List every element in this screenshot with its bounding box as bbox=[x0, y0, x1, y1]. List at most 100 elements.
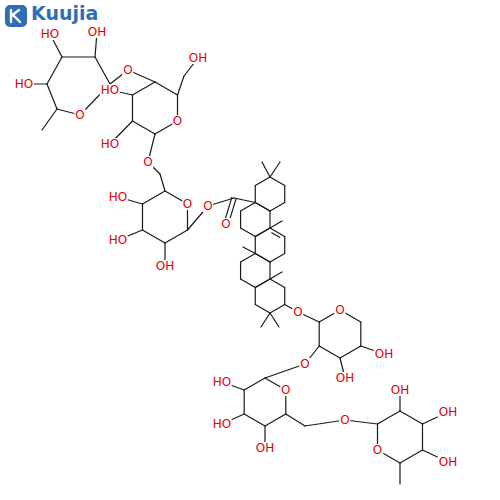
atom-label: OH bbox=[438, 456, 458, 468]
bond-line bbox=[400, 411, 423, 424]
bond-line bbox=[47, 84, 57, 109]
atom-label: HO bbox=[212, 376, 232, 388]
bond-line bbox=[360, 322, 361, 346]
bond-line bbox=[255, 254, 270, 263]
bond-line bbox=[241, 203, 256, 212]
atom-label: HO bbox=[108, 234, 128, 246]
atom-label: OH bbox=[374, 348, 394, 360]
bond-line bbox=[270, 305, 285, 314]
bond-line bbox=[241, 279, 256, 288]
bond-line bbox=[399, 463, 400, 484]
atom-label: O bbox=[220, 218, 231, 230]
atom-label: OH bbox=[390, 384, 410, 396]
atom-label: O bbox=[182, 198, 193, 210]
bond-line bbox=[270, 177, 285, 186]
atom-label: O bbox=[280, 384, 291, 396]
bond-line bbox=[255, 305, 270, 314]
bond-line bbox=[319, 346, 340, 358]
bond-line bbox=[319, 322, 320, 346]
atom-label: HO bbox=[100, 138, 120, 150]
bond-line bbox=[143, 191, 166, 204]
bond-line bbox=[255, 279, 270, 288]
atom-label: O bbox=[142, 156, 153, 168]
bond-line bbox=[400, 450, 423, 463]
bond-line bbox=[272, 233, 280, 238]
bond-line bbox=[42, 109, 57, 130]
atom-label: HO bbox=[108, 191, 128, 203]
atom-label: O bbox=[172, 115, 183, 127]
watermark-icon bbox=[5, 5, 27, 27]
bond-line bbox=[270, 203, 285, 212]
bond-line bbox=[160, 174, 165, 191]
bond-line bbox=[270, 162, 280, 177]
bond-line bbox=[286, 414, 305, 426]
bond-lines bbox=[24, 32, 448, 484]
atom-label: HO bbox=[100, 84, 120, 96]
bond-line bbox=[155, 82, 178, 95]
bond-line bbox=[255, 237, 256, 254]
atom-label: O bbox=[122, 64, 133, 76]
atom-label: O bbox=[372, 444, 383, 456]
bond-line bbox=[261, 313, 270, 327]
atom-label: OH bbox=[188, 52, 208, 64]
bond-line bbox=[284, 237, 285, 254]
bond-line bbox=[255, 228, 270, 237]
bond-line bbox=[165, 230, 188, 243]
bond-line bbox=[133, 82, 156, 95]
bond-line bbox=[255, 203, 270, 212]
atom-label: O bbox=[334, 304, 345, 316]
bond-line bbox=[133, 121, 156, 134]
bond-line bbox=[132, 95, 133, 121]
bond-line bbox=[270, 279, 285, 288]
bond-line bbox=[255, 288, 256, 305]
watermark-text: Kuujia bbox=[31, 3, 98, 24]
bond-line bbox=[243, 247, 255, 254]
atom-label: O bbox=[339, 414, 350, 426]
atom-label: OH bbox=[335, 372, 355, 384]
bond-line bbox=[142, 204, 143, 230]
bond-line bbox=[269, 211, 270, 228]
bond-line bbox=[255, 254, 270, 263]
bond-line bbox=[178, 76, 185, 95]
bond-line bbox=[143, 230, 166, 243]
bond-line bbox=[47, 57, 62, 84]
atom-label: HO bbox=[14, 78, 34, 90]
bond-line bbox=[270, 313, 279, 327]
bond-line bbox=[244, 378, 265, 390]
bond-line bbox=[241, 228, 256, 237]
atom-label: O bbox=[299, 358, 310, 370]
atom-label: OH bbox=[87, 26, 107, 38]
atom-label: O bbox=[292, 306, 303, 318]
bond-line bbox=[255, 228, 270, 237]
bond-line bbox=[270, 272, 282, 279]
bond-line bbox=[262, 162, 270, 177]
bond-line bbox=[270, 221, 282, 228]
bond-line bbox=[255, 177, 270, 186]
bond-line bbox=[422, 424, 423, 450]
bond-line bbox=[95, 57, 110, 84]
bond-line bbox=[234, 198, 255, 203]
atom-label: O bbox=[202, 200, 213, 212]
bond-line bbox=[284, 186, 285, 203]
bond-line bbox=[269, 262, 270, 279]
atom-label: OH bbox=[438, 406, 458, 418]
atom-label: OH bbox=[255, 442, 275, 454]
bond-line bbox=[240, 211, 241, 228]
bond-line bbox=[265, 414, 286, 426]
bond-line bbox=[270, 228, 285, 237]
bond-line bbox=[255, 279, 270, 288]
bond-line bbox=[244, 414, 265, 426]
atom-label: O bbox=[74, 109, 85, 121]
atom-label: OH bbox=[155, 260, 175, 272]
bond-line bbox=[241, 254, 256, 263]
atom-label: HO bbox=[212, 418, 232, 430]
bond-line bbox=[270, 254, 285, 263]
bond-line bbox=[62, 56, 95, 57]
bond-line bbox=[255, 186, 256, 203]
bond-line bbox=[378, 411, 401, 424]
bond-line bbox=[340, 346, 361, 358]
bond-line bbox=[244, 390, 245, 414]
bond-line bbox=[240, 262, 241, 279]
